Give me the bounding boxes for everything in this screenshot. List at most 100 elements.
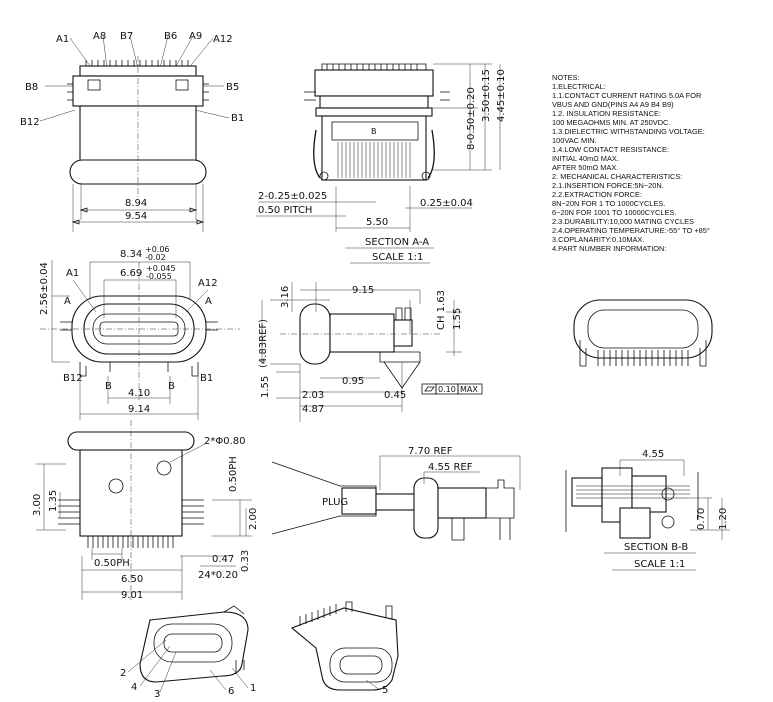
dim-6-50: 6.50 [121, 574, 143, 585]
pin-label-a1: A1 [56, 34, 69, 45]
iso-callout-4: 4 [131, 682, 137, 693]
dim-bb-1-20: 1.20 [718, 508, 729, 530]
plug-label: PLUG [322, 497, 348, 508]
dim-8-94: 8.94 [125, 198, 147, 209]
section-aa-title: SECTION A-A [365, 237, 429, 248]
iso-callout-5: 5 [382, 685, 388, 696]
dim-7-70-ref: 7.70 REF [408, 446, 453, 457]
notes-line: NOTES: [552, 73, 580, 82]
dim-8-34-lower-tol: -0.02 [145, 253, 166, 262]
notes-line: 1.3.DIELECTRIC WITHSTANDING VOLTAGE: [552, 127, 705, 136]
notes-line: 2.1.INSERTION FORCE:5N~20N. [552, 181, 664, 190]
label-b1: B1 [200, 373, 213, 384]
notes-line: 1.4.LOW CONTACT RESISTANCE: [552, 145, 669, 154]
dim-6-69: 6.69 [120, 268, 142, 279]
dim-bb-0-70: 0.70 [696, 508, 707, 530]
label-b12: B12 [63, 373, 83, 384]
dim-9-01: 9.01 [121, 590, 143, 601]
front-outline-view [573, 299, 713, 367]
dim-2-0-25: 2-0.25±0.025 [258, 191, 327, 202]
dim-3-00: 3.00 [32, 494, 43, 516]
dim-4-83-ref: (4.83REF) [258, 319, 269, 368]
iso-callout-1: 1 [250, 683, 256, 694]
notes-line: 1.2. INSULATION RESISTANCE: [552, 109, 661, 118]
dim-1-35: 1.35 [48, 490, 59, 512]
pin-label-a8: A8 [93, 31, 106, 42]
pin-label-b12: B12 [20, 117, 40, 128]
dim-9-54: 9.54 [125, 211, 147, 222]
notes-line: 2.3.DURABILITY:10,000 MATING CYCLES [552, 217, 694, 226]
notes-line: AFTER 50mΩ MAX. [552, 163, 618, 172]
pin-label-b6: B6 [164, 31, 177, 42]
dim-2-00: 2.00 [248, 508, 259, 530]
pin-label-b5: B5 [226, 82, 239, 93]
section-aa-scale: SCALE 1:1 [372, 252, 423, 263]
notes-line: 3.COPLANARITY:0.10MAX. [552, 235, 644, 244]
dim-2-03: 2.03 [302, 390, 324, 401]
dim-3-50: 3.50±0.15 [481, 69, 492, 122]
dim-4-55-ref: 4.55 REF [428, 462, 473, 473]
notes-line: 4.PART NUMBER INFORMATION: [552, 244, 666, 253]
dim-0-25: 0.25±0.04 [420, 198, 473, 209]
pin-label-a9: A9 [189, 31, 202, 42]
notes-line: INITIAL 40mΩ MAX. [552, 154, 619, 163]
dim-6-69-lower-tol: -0.055 [146, 272, 172, 281]
section-bb-view: 4.55 0.70 1.20 SECTION B-B SCALE 1:1 [565, 449, 730, 571]
label-section-a-left: A [64, 296, 71, 307]
notes-line: 1.1.CONTACT CURRENT RATING 5.0A FOR [552, 91, 701, 100]
label-section-a-right: A [205, 296, 212, 307]
iso-callout-6: 6 [228, 686, 234, 697]
dim-0-95: 0.95 [342, 376, 364, 387]
iso-callout-2: 2 [120, 668, 126, 679]
label-a12: A12 [198, 278, 218, 289]
bottom-left-view: 2*Φ0.80 0.50PH 3.00 1.35 2.00 0.50PH 0.4… [32, 420, 259, 601]
notes-line: 8N~20N FOR 1 TO 1000CYCLES. [552, 199, 665, 208]
iso-callout-3: 3 [154, 689, 160, 700]
notes-line: 2. MECHANICAL CHARACTERISTICS: [552, 172, 682, 181]
section-bb-scale: SCALE 1:1 [634, 559, 685, 570]
dim-2-phi-0-80: 2*Φ0.80 [204, 436, 246, 447]
pin-label-b8: B8 [25, 82, 38, 93]
section-bb-title: SECTION B-B [624, 542, 688, 553]
iso-views: 2 4 3 6 1 5 [120, 601, 399, 700]
dim-0-45: 0.45 [384, 390, 406, 401]
notes-line: 2.4.OPERATING TEMPERATURE:-55° TO +85° [552, 226, 710, 235]
pin-label-b7: B7 [120, 31, 133, 42]
notes-line: 100VAC MIN. [552, 136, 597, 145]
notes-line: VBUS AND GND(PINS A4 A9 B4 B9) [552, 100, 674, 109]
dim-ch-1-63: CH 1.63 [436, 290, 447, 330]
label-a1: A1 [66, 268, 79, 279]
top-left-view: A1 A8 B7 B6 A9 A12 B8 B12 B5 B1 8.94 9.5… [20, 31, 244, 232]
dim-8-0-50: 8-0.50±0.20 [466, 87, 477, 150]
dim-pitch: 0.50 PITCH [258, 205, 312, 216]
notes-line: 100 MEGAOHMS MIN. AT 250VDC. [552, 118, 670, 127]
dim-5-50: 5.50 [366, 217, 388, 228]
flatness-value: 0.10 [438, 385, 456, 394]
dim-4-45: 4.45±0.10 [496, 69, 507, 122]
notes-line: 2.2.EXTRACTION FORCE: [552, 190, 642, 199]
dim-4-10: 4.10 [128, 388, 150, 399]
dim-1-55-upper: 1.55 [452, 308, 463, 330]
dim-8-34: 8.34 [120, 249, 142, 260]
dim-6-69-upper-tol: +0.045 [146, 264, 176, 273]
flatness-max: MAX [460, 385, 478, 394]
dim-8-34-upper-tol: +0.06 [145, 245, 170, 254]
label-section-b-left: B [105, 381, 112, 392]
front-view: 8.34 +0.06 -0.02 6.69 +0.045 -0.055 2.56… [39, 245, 240, 420]
dim-0-47: 0.47 [212, 554, 234, 565]
notes-block: NOTES: 1.ELECTRICAL: 1.1.CONTACT CURRENT… [552, 73, 710, 253]
dim-0-50ph-vert: 0.50PH [228, 456, 239, 492]
notes-line: 1.ELECTRICAL: [552, 82, 606, 91]
pin-label-a12: A12 [213, 34, 233, 45]
label-section-b-right: B [168, 381, 175, 392]
dim-24-0-20: 24*0.20 [198, 570, 238, 581]
notes-line: 6~20N FOR 1001 TO 10000CYCLES. [552, 208, 676, 217]
dim-3-16: 3.16 [280, 286, 291, 308]
section-marker-b: B [371, 127, 377, 136]
dim-0-50ph-horiz: 0.50PH [94, 558, 130, 569]
pin-label-b1: B1 [231, 113, 244, 124]
dim-bb-4-55: 4.55 [642, 449, 664, 460]
dim-1-55-lower: 1.55 [260, 376, 271, 398]
plug-view: PLUG 7.70 REF 4.55 REF [271, 446, 521, 541]
dim-4-87: 4.87 [302, 404, 324, 415]
